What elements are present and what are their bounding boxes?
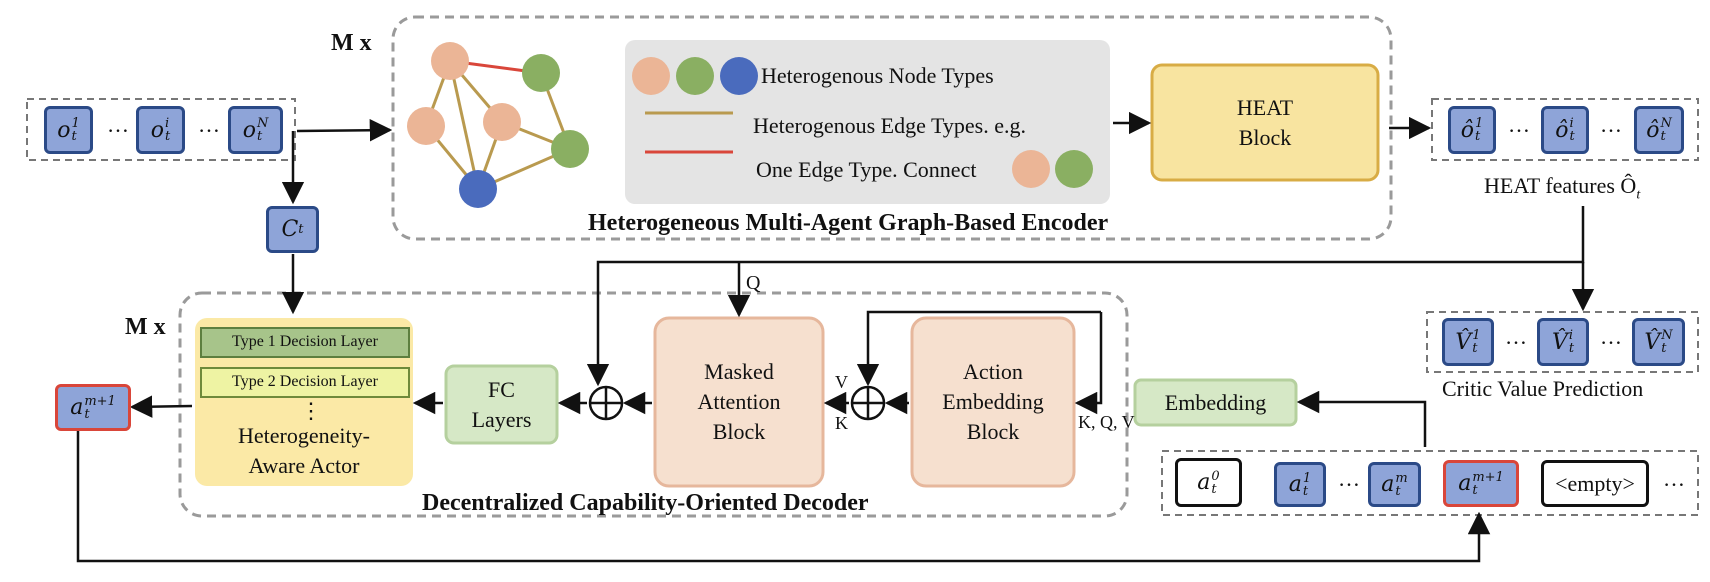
actor-name: Heterogeneity- Aware Actor xyxy=(238,423,370,478)
legend-connect-peach xyxy=(1012,150,1050,188)
graph-node-peach xyxy=(483,103,521,141)
action-embedding-block xyxy=(910,316,1076,488)
heat-feature-ellipsis: … xyxy=(1508,112,1530,137)
decoder-title: Decentralized Capability-Oriented Decode… xyxy=(422,490,869,516)
graph-node-peach xyxy=(407,107,445,145)
fc-layers-label: FC Layers xyxy=(471,376,532,432)
flow-arrows xyxy=(76,111,1595,563)
action-embedding-label: Action Embedding Block xyxy=(942,359,1044,444)
query-label: Q xyxy=(746,272,761,294)
encoder-repeat-label: M x xyxy=(331,30,372,56)
type1-layer-box xyxy=(200,327,410,358)
observation-ellipsis: … xyxy=(198,112,220,137)
heat-feature-frame xyxy=(1431,98,1699,161)
legend-connect-green xyxy=(1055,150,1093,188)
fc-layers-block xyxy=(444,364,559,445)
critic-frame xyxy=(1426,311,1699,373)
actor-block xyxy=(195,318,413,486)
sum-node-embedding xyxy=(850,385,886,421)
heat-block xyxy=(1150,63,1380,182)
action-sequence-ellipsis: … xyxy=(1338,466,1360,491)
critic-ellipsis: … xyxy=(1505,324,1527,349)
type2-layer-label: Type 2 Decision Layer xyxy=(232,373,378,390)
masked-attention-label: Masked Attention Block xyxy=(697,359,781,444)
critic-label: Critic Value Prediction xyxy=(1442,376,1644,401)
legend-one-edge-label: One Edge Type. Connect xyxy=(756,157,977,182)
action-sequence-ellipsis: … xyxy=(1663,466,1685,491)
embedding-label: Embedding xyxy=(1164,389,1267,415)
embedding-block xyxy=(1133,378,1298,427)
kqv-label: K, Q, V xyxy=(1078,412,1135,432)
empty-token: <empty> xyxy=(1541,460,1649,507)
heat-block-label: HEAT Block xyxy=(1236,94,1294,150)
key-label: K xyxy=(835,413,848,433)
masked-attention-block xyxy=(653,316,825,488)
graph-node-green xyxy=(551,130,589,168)
critic-ellipsis: … xyxy=(1600,324,1622,349)
observation-ellipsis: … xyxy=(107,112,129,137)
legend-node-types-label: Heterogenous Node Types xyxy=(761,63,994,88)
decoder-repeat-label: M x xyxy=(125,314,166,340)
value-label: V xyxy=(835,372,848,392)
legend-edge-types-label: Heterogenous Edge Types. e.g. xyxy=(753,113,1026,138)
type1-layer-label: Type 1 Decision Layer xyxy=(232,333,378,350)
graph-node-peach xyxy=(431,42,469,80)
decoder-frame xyxy=(178,291,1129,518)
graph-node-green xyxy=(522,54,560,92)
observation-frame xyxy=(26,98,296,161)
type2-layer-box xyxy=(200,367,410,398)
heat-feature-ellipsis: … xyxy=(1600,112,1622,137)
action-sequence-frame xyxy=(1161,450,1699,516)
legend-node-peach xyxy=(632,57,670,95)
legend-node-blue xyxy=(720,57,758,95)
legend-node-green xyxy=(676,57,714,95)
actor-dots: ⋮ xyxy=(300,398,322,423)
heat-features-label: HEAT features Ôt xyxy=(1484,173,1641,203)
graph-node-blue xyxy=(459,170,497,208)
sum-node-attention xyxy=(588,385,624,421)
encoder-title: Heterogeneous Multi-Agent Graph-Based En… xyxy=(588,210,1109,236)
